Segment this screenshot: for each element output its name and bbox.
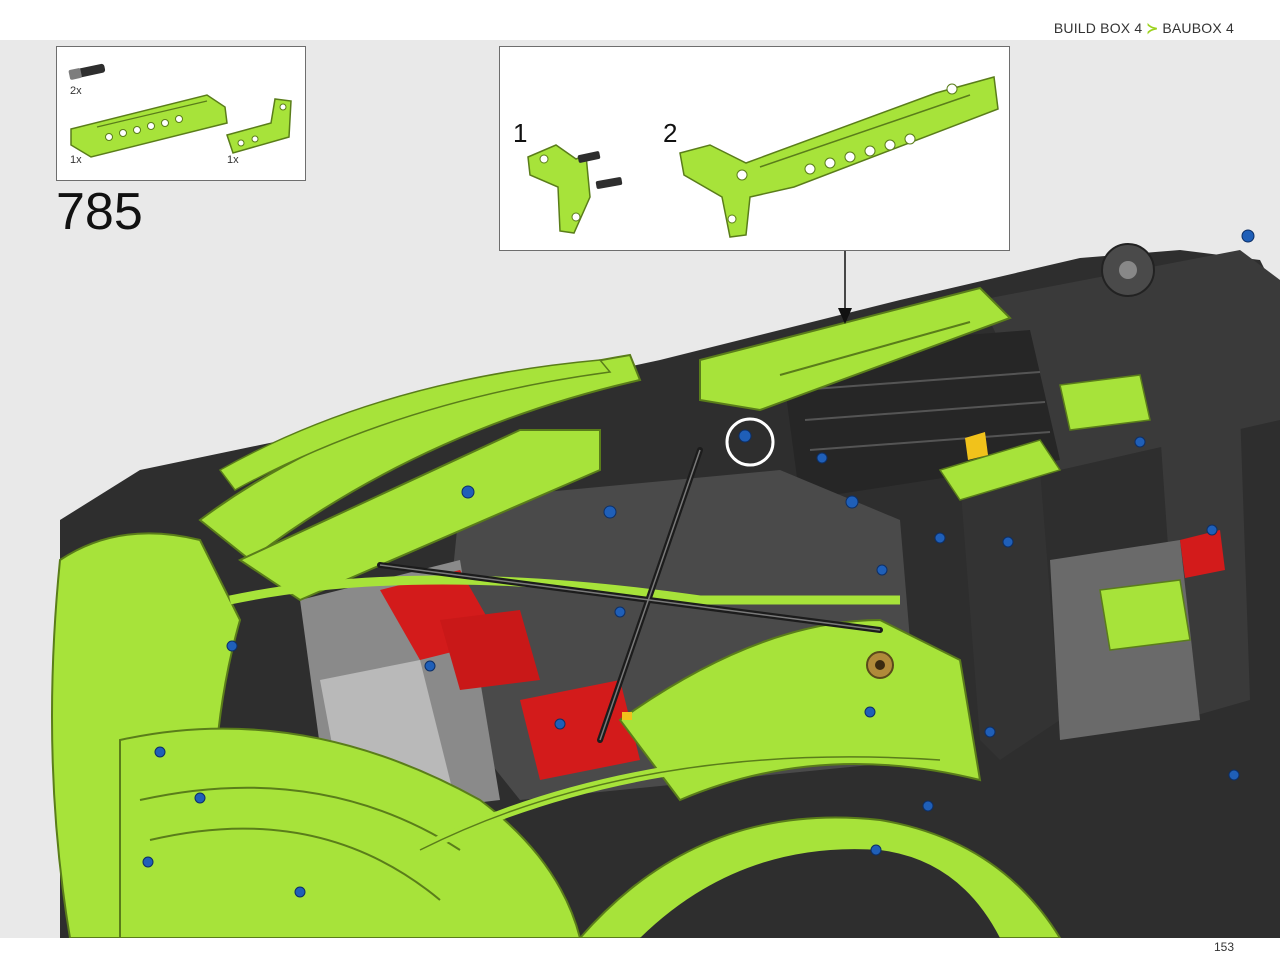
breadcrumb-separator-icon: ≻ [1146,20,1159,36]
part-quantity: 1x [227,154,239,166]
sub-step-label: 2 [663,118,678,148]
callout-circle [725,417,775,467]
part-quantity: 1x [70,154,82,166]
sub-assembly-art [527,76,999,238]
black-axle-pin-connector-icon [68,63,106,80]
sub-assembly-box: 1 2 [499,46,1010,251]
part-quantity: 2x [70,85,82,97]
page-footer: 153 [0,938,1280,974]
sub-step-label: 1 [513,118,528,148]
sub-step-2-assembly-icon [679,76,999,238]
parts-list-art [68,63,292,158]
lime-beam-panel-icon [70,94,228,158]
model-illustration [51,229,1280,938]
breadcrumb: BUILD BOX 4≻BAUBOX 4 [1054,20,1234,37]
sub-step-1-assembly-icon [527,144,623,234]
breadcrumb-baubox: BAUBOX 4 [1162,20,1234,36]
instruction-stage: 2x 1x 1x 785 1 2 [0,40,1280,938]
page-header: BUILD BOX 4≻BAUBOX 4 [0,0,1280,40]
step-number: 785 [56,183,143,241]
parts-list-box: 2x 1x 1x [56,46,306,181]
lime-angled-beam-icon [226,98,292,154]
page-number: 153 [1213,940,1234,954]
breadcrumb-build-box: BUILD BOX 4 [1053,20,1143,36]
